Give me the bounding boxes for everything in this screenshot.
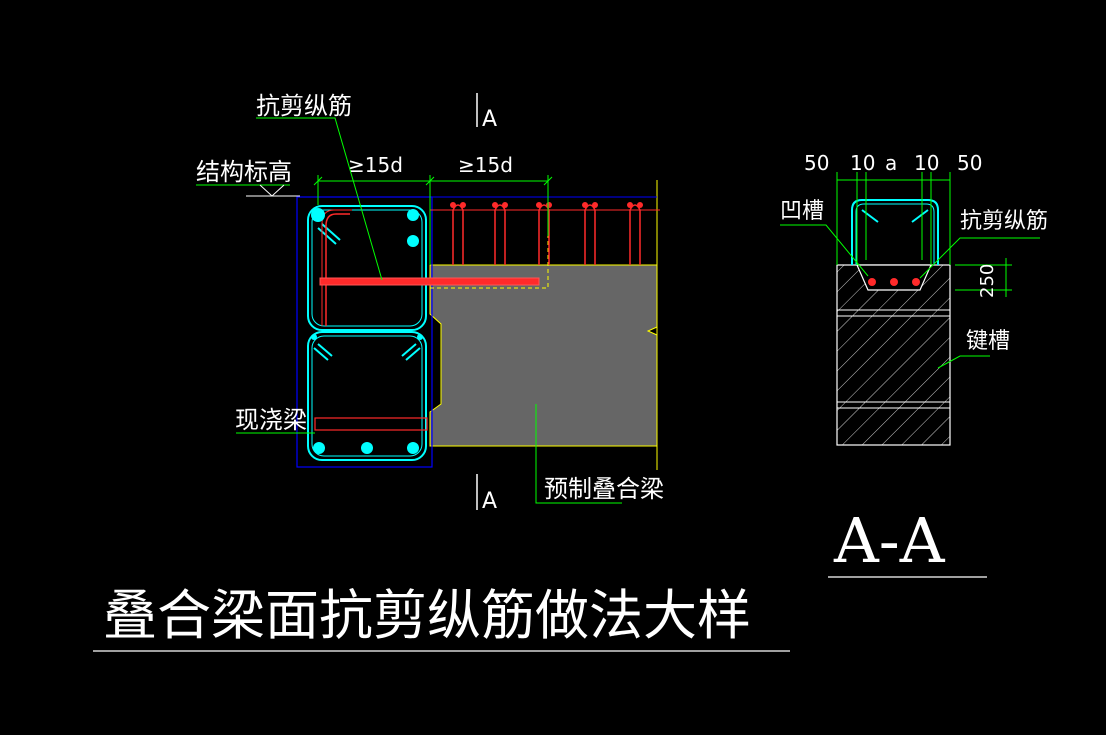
- section-stirrup-inner: [855, 203, 935, 265]
- stirrup-hook-br: [401, 343, 421, 361]
- dim-anchor-left: ≥15d: [348, 153, 403, 177]
- section-dim-2: 10: [850, 151, 875, 175]
- section-dimensions: [780, 172, 1040, 369]
- section-bar-2: [890, 278, 898, 286]
- leader-lines: [196, 117, 622, 504]
- label-cast-in-place-beam: 现浇梁: [235, 406, 307, 434]
- anchor-bar-bent: [325, 213, 350, 326]
- elevation-symbol: [246, 184, 300, 197]
- dim-anchor-right: ≥15d: [458, 153, 513, 177]
- section-mark-bottom: A: [482, 489, 497, 514]
- section-dim-3: a: [885, 151, 897, 175]
- rebar-mid-right: [407, 235, 419, 247]
- shear-longitudinal-bar: [319, 277, 540, 286]
- rebar-bot-3: [407, 442, 419, 454]
- rebar-top-left: [311, 208, 325, 222]
- section-dim-4: 10: [914, 151, 939, 175]
- section-dim-1: 50: [804, 151, 829, 175]
- main-detail: ≥15d ≥15d A A 抗剪纵筋 结构标高 现浇梁 预制叠合梁: [196, 92, 664, 514]
- rebar-small-r: [417, 334, 423, 340]
- label-groove: 凹槽: [780, 199, 824, 224]
- label-precast-beam: 预制叠合梁: [544, 475, 664, 503]
- section-body: [836, 264, 951, 446]
- section-bar-3: [912, 278, 920, 286]
- stirrup-hook-bl: [313, 343, 333, 361]
- label-structural-elevation: 结构标高: [196, 158, 292, 186]
- anchor-bar-bent-2: [321, 209, 352, 326]
- rebar-bot-2: [361, 442, 373, 454]
- upper-stirrup-inner: [311, 209, 423, 327]
- label-section-shear-rebar: 抗剪纵筋: [960, 209, 1048, 234]
- drawing-title: 叠合梁面抗剪纵筋做法大样: [103, 584, 751, 647]
- dimension-lines: [313, 175, 553, 265]
- section-dim-groove: 250: [977, 264, 998, 298]
- lower-stirrup-inner: [311, 335, 423, 457]
- stirrup-hook-tl: [317, 223, 341, 245]
- rebar-bot-1: [313, 442, 325, 454]
- rebar-top-right: [407, 209, 419, 221]
- section-mark-top: A: [482, 107, 497, 132]
- section-dim-5: 50: [957, 151, 982, 175]
- label-key-groove: 键槽: [966, 329, 1010, 354]
- bottom-bar: [314, 417, 428, 431]
- section-stirrup: [851, 199, 939, 265]
- label-shear-rebar: 抗剪纵筋: [256, 92, 352, 120]
- section-aa: 50 10 a 10 50 250 凹槽 抗剪纵筋 键槽 A-A: [780, 151, 1048, 578]
- upper-stirrup: [307, 205, 427, 331]
- lower-stirrup: [307, 331, 427, 461]
- precast-beam: [429, 264, 658, 447]
- section-title: A-A: [833, 504, 946, 577]
- section-bar-1: [868, 278, 876, 286]
- section-hooks: [861, 209, 929, 223]
- rebar-small-l: [311, 334, 317, 340]
- precast-stirrups: [452, 204, 641, 265]
- precast-top-bars: [450, 202, 643, 208]
